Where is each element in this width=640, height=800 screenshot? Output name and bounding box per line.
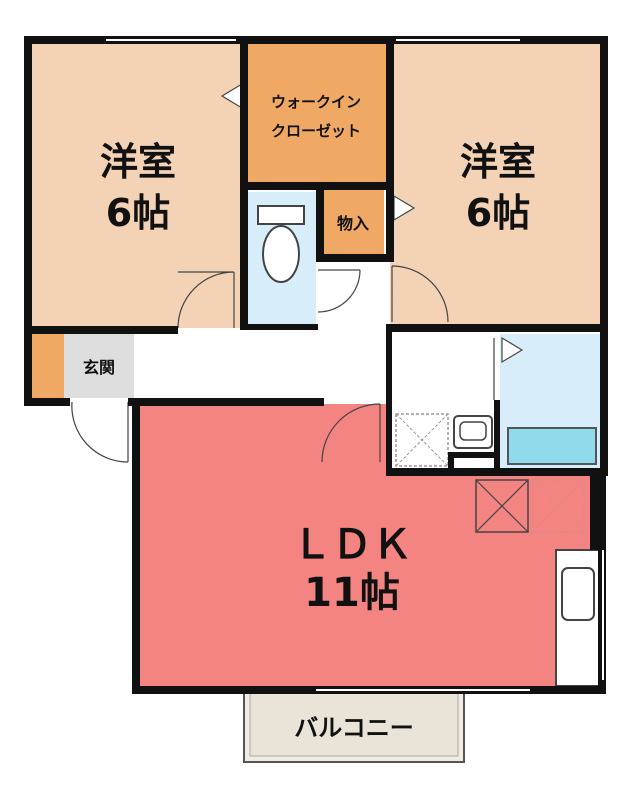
western-room-right-size: 6帖: [466, 191, 530, 235]
washing-machine-space: [395, 413, 449, 467]
entrance-label: 玄関: [83, 358, 115, 377]
entrance-floor: [64, 334, 134, 398]
walk-in-closet-line2: クローゼット: [271, 122, 361, 140]
door-swings: [71, 265, 495, 463]
balcony-inner: [249, 692, 459, 757]
storage-floor: [322, 190, 384, 254]
fridge-cross-2: [475, 479, 529, 533]
western-room-right-name: 洋室: [460, 140, 536, 184]
appliance-cross-2: [531, 479, 585, 533]
sink-icon: [561, 567, 595, 621]
bath-door-arrow-icon: [501, 336, 524, 364]
windows: [106, 39, 604, 691]
door-left-room: [177, 271, 235, 329]
ldk-size: 11帖: [304, 570, 400, 616]
western-room-left-size: 6帖: [106, 191, 170, 235]
toilet-tank: [257, 205, 305, 225]
door-right-room: [391, 265, 449, 323]
door-entrance: [71, 401, 129, 463]
fridge-space: [475, 479, 529, 533]
appliance-space: [531, 479, 585, 533]
hallway-floor: [140, 334, 388, 398]
door-ldk: [321, 403, 381, 463]
western-room-left-floor: [28, 40, 242, 328]
bathtub: [507, 427, 597, 465]
entrance-storage: [30, 334, 64, 398]
storage-label: 物入: [337, 214, 369, 233]
western-room-left-name: 洋室: [100, 140, 176, 184]
walk-in-closet-line1: ウォークイン: [271, 93, 361, 111]
balcony-label: バルコニー: [294, 714, 414, 742]
ldk-name: ＬＤＫ: [292, 522, 412, 568]
western-room-right-floor: [390, 40, 604, 328]
washbasin-bowl: [459, 421, 487, 441]
toilet-icon: [262, 225, 300, 283]
door-toilet: [317, 269, 361, 313]
walk-in-closet-floor: [246, 40, 390, 182]
washer-cross-2: [395, 413, 449, 467]
